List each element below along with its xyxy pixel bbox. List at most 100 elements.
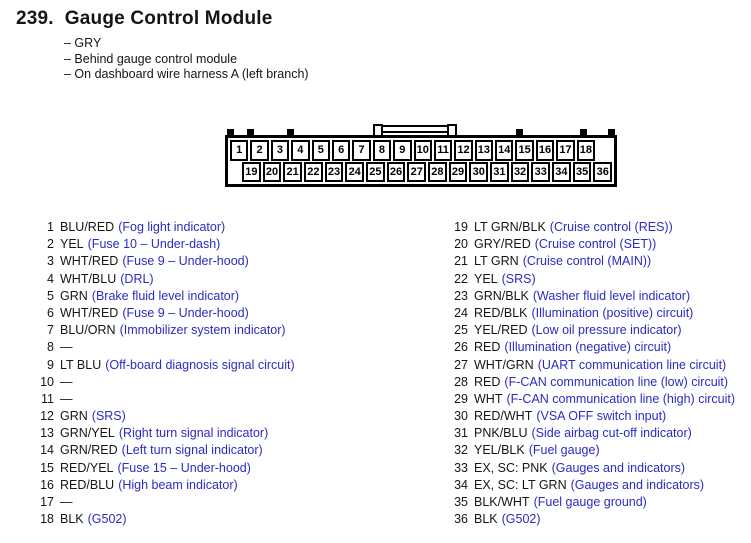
pin-number: 33 xyxy=(440,460,468,477)
pin-number: 3 xyxy=(28,253,54,270)
wire-color: LT GRN xyxy=(474,253,519,270)
pin-number: 2 xyxy=(28,236,54,253)
connector-diagram: 123456789101112131415161718 192021222324… xyxy=(225,124,617,187)
connector-pin-cell: 15 xyxy=(515,140,533,161)
pin-number: 16 xyxy=(28,477,54,494)
pin-row: 12GRN(SRS) xyxy=(28,408,295,425)
circuit-description: (Off-board diagnosis signal circuit) xyxy=(105,357,294,374)
circuit-description: (Fuse 15 – Under-hood) xyxy=(118,460,251,477)
wire-color: EX, SC: LT GRN xyxy=(474,477,567,494)
pin-number: 14 xyxy=(28,442,54,459)
connector-pin-cell: 4 xyxy=(291,140,309,161)
connector-end-gap xyxy=(230,162,240,183)
connector-pin-cell: 31 xyxy=(490,162,509,183)
circuit-description: (Left turn signal indicator) xyxy=(122,442,263,459)
pin-row: 34EX, SC: LT GRN(Gauges and indicators) xyxy=(440,477,735,494)
wire-color: WHT/GRN xyxy=(474,357,534,374)
pin-row: 18BLK(G502) xyxy=(28,511,295,528)
pin-number: 6 xyxy=(28,305,54,322)
pin-row: 21LT GRN(Cruise control (MAIN)) xyxy=(440,253,735,270)
circuit-description: (F-CAN communication line (high) circuit… xyxy=(506,391,735,408)
circuit-description: (Cruise control (SET)) xyxy=(535,236,657,253)
wire-color: WHT/BLU xyxy=(60,271,116,288)
pin-row: 3WHT/RED(Fuse 9 – Under-hood) xyxy=(28,253,295,270)
circuit-description: (UART communication line circuit) xyxy=(538,357,726,374)
wire-color: WHT/RED xyxy=(60,253,118,270)
connector-pin-cell: 14 xyxy=(495,140,513,161)
wire-color: BLK xyxy=(60,511,84,528)
pin-row: 26RED(Illumination (negative) circuit) xyxy=(440,339,735,356)
circuit-description: (Gauges and indicators) xyxy=(571,477,704,494)
circuit-description: (Illumination (positive) circuit) xyxy=(532,305,694,322)
pin-number: 30 xyxy=(440,408,468,425)
wire-color: BLU/RED xyxy=(60,219,114,236)
pin-row: 32YEL/BLK(Fuel gauge) xyxy=(440,442,735,459)
connector-pin-cell: 24 xyxy=(345,162,364,183)
wire-color: LT BLU xyxy=(60,357,101,374)
pin-row: 28RED(F-CAN communication line (low) cir… xyxy=(440,374,735,391)
pin-row: 6WHT/RED(Fuse 9 – Under-hood) xyxy=(28,305,295,322)
pin-row: 23GRN/BLK(Washer fluid level indicator) xyxy=(440,288,735,305)
circuit-description: (SRS) xyxy=(502,271,536,288)
wire-color: GRN/RED xyxy=(60,442,118,459)
connector-pin-cell: 18 xyxy=(577,140,595,161)
page-title: Gauge Control Module xyxy=(65,8,273,29)
wire-color: BLK xyxy=(474,511,498,528)
pin-number: 25 xyxy=(440,322,468,339)
connector-pin-cell: 11 xyxy=(434,140,452,161)
connector-pin-cell: 29 xyxy=(449,162,468,183)
wire-color: GRN xyxy=(60,288,88,305)
circuit-description: (Fuel gauge) xyxy=(529,442,600,459)
pin-row: 33EX, SC: PNK(Gauges and indicators) xyxy=(440,460,735,477)
pin-number: 32 xyxy=(440,442,468,459)
circuit-description: (VSA OFF switch input) xyxy=(536,408,666,425)
wire-color: RED/WHT xyxy=(474,408,532,425)
connector-pin-cell: 17 xyxy=(556,140,574,161)
note-line: – On dashboard wire harness A (left bran… xyxy=(64,67,309,83)
wire-color: GRN/YEL xyxy=(60,425,115,442)
pin-row: 2YEL(Fuse 10 – Under-dash) xyxy=(28,236,295,253)
wire-color: RED/BLK xyxy=(474,305,528,322)
pin-number: 4 xyxy=(28,271,54,288)
circuit-description: (Fuse 9 – Under-hood) xyxy=(122,305,248,322)
circuit-description: (Side airbag cut-off indicator) xyxy=(532,425,692,442)
pin-row: 16RED/BLU(High beam indicator) xyxy=(28,477,295,494)
connector-pin-cell: 2 xyxy=(250,140,268,161)
pin-row: 17— xyxy=(28,494,295,511)
circuit-description: (Fuel gauge ground) xyxy=(534,494,647,511)
connector-pin-cell: 19 xyxy=(242,162,261,183)
pin-row: 7BLU/ORN(Immobilizer system indicator) xyxy=(28,322,295,339)
connector-pin-cell: 10 xyxy=(414,140,432,161)
wire-color: WHT xyxy=(474,391,502,408)
pin-row: 9 LT BLU(Off-board diagnosis signal circu… xyxy=(28,357,295,374)
circuit-description: (Fog light indicator) xyxy=(118,219,225,236)
pin-list-right: 19LT GRN/BLK(Cruise control (RES))20GRY/… xyxy=(440,219,735,528)
pin-row: 8— xyxy=(28,339,295,356)
circuit-description: (DRL) xyxy=(120,271,153,288)
pin-list-left: 1BLU/RED(Fog light indicator)2YEL(Fuse 1… xyxy=(28,219,295,528)
pin-number: 7 xyxy=(28,322,54,339)
connector-pin-cell: 9 xyxy=(393,140,411,161)
pin-row: 5GRN(Brake fluid level indicator) xyxy=(28,288,295,305)
pin-row: 24 RED/BLK(Illumination (positive) circui… xyxy=(440,305,735,322)
pin-row: 22YEL(SRS) xyxy=(440,271,735,288)
pin-number: 24 xyxy=(440,305,468,322)
wire-color: — xyxy=(60,494,73,511)
circuit-description: (Gauges and indicators) xyxy=(552,460,685,477)
connector-bottom-row: 192021222324252627282930313233343536 xyxy=(230,162,612,183)
connector-pin-cell: 22 xyxy=(304,162,323,183)
circuit-description: (Low oil pressure indicator) xyxy=(532,322,682,339)
connector-top-row: 123456789101112131415161718 xyxy=(230,140,612,161)
pin-number: 5 xyxy=(28,288,54,305)
connector-pin-cell: 3 xyxy=(271,140,289,161)
wire-color: RED/BLU xyxy=(60,477,114,494)
circuit-description: (G502) xyxy=(502,511,541,528)
connector-pin-cell: 27 xyxy=(407,162,426,183)
wire-color: BLU/ORN xyxy=(60,322,116,339)
pin-row: 20GRY/RED(Cruise control (SET)) xyxy=(440,236,735,253)
pin-number: 35 xyxy=(440,494,468,511)
connector-pin-cell: 12 xyxy=(454,140,472,161)
wire-color: — xyxy=(60,374,73,391)
pin-number: 9 xyxy=(28,357,54,374)
